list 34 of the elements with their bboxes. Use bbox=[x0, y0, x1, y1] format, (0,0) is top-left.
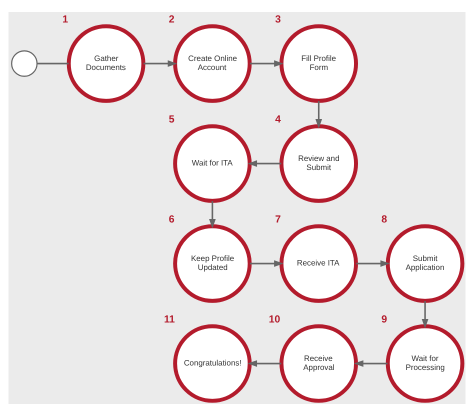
node-label: 2 bbox=[168, 14, 174, 26]
node-label: 6 bbox=[168, 214, 174, 226]
arrow bbox=[315, 100, 322, 128]
node-circle: Wait for Processing bbox=[386, 324, 464, 402]
node-label: 4 bbox=[275, 114, 281, 126]
node-circle: Gather Documents bbox=[66, 24, 146, 102]
arrow bbox=[354, 360, 388, 366]
node-label: 8 bbox=[381, 214, 388, 226]
arrow bbox=[209, 200, 216, 228]
node-label: 5 bbox=[168, 114, 174, 126]
node-circle: Fill Profile Form bbox=[279, 24, 358, 102]
node-label: 9 bbox=[381, 314, 388, 326]
node-circle bbox=[11, 50, 38, 76]
arrow bbox=[250, 260, 284, 266]
arrow bbox=[422, 300, 428, 328]
arrow bbox=[248, 360, 282, 366]
node-circle: Receive ITA bbox=[279, 224, 358, 302]
node-circle: Review and Submit bbox=[279, 124, 358, 202]
node-circle: Submit Application bbox=[386, 224, 464, 302]
node-circle: Wait for ITA bbox=[173, 124, 252, 202]
node-circle: Receive Approval bbox=[279, 324, 358, 402]
node-circle: Congratulations! bbox=[173, 324, 252, 402]
node-label: 3 bbox=[275, 14, 281, 26]
arrow bbox=[248, 160, 282, 166]
arrow bbox=[144, 60, 178, 66]
connector bbox=[37, 62, 69, 64]
node-label: 11 bbox=[164, 314, 175, 326]
node-label: 7 bbox=[275, 214, 281, 226]
node-circle: Keep Profile Updated bbox=[173, 224, 252, 302]
arrow bbox=[356, 260, 390, 266]
arrow bbox=[250, 60, 284, 66]
node-label: 10 bbox=[268, 314, 280, 326]
node-label: 1 bbox=[62, 14, 68, 26]
node-circle: Create Online Account bbox=[173, 24, 252, 102]
